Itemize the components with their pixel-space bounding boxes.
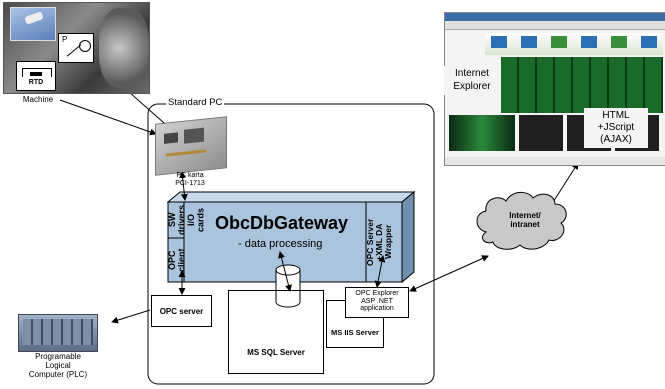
browser-data-grid <box>501 57 663 113</box>
ie-line2: Explorer <box>453 80 491 92</box>
html-line1: HTML <box>602 110 630 121</box>
sw-drivers-label: SW drivers I/O cards <box>167 204 206 236</box>
opc-client-label: OPC client <box>167 248 187 272</box>
machine-label: Machine <box>22 95 54 104</box>
html-ajax-label: HTML +JScript (AJAX) <box>584 108 648 148</box>
rtd-symbol: RTD <box>16 61 56 91</box>
html-line3: (AJAX) <box>600 134 632 145</box>
gateway-title: ObcDbGateway <box>215 213 349 233</box>
cloud-line2: intranet <box>510 220 540 230</box>
ms-sql-server-label: MS SQL Server <box>247 348 305 357</box>
browser-video-panel <box>449 115 515 151</box>
transducer-symbol: P <box>58 33 94 63</box>
pc-card-label: PC karta PCI-1713 <box>160 172 220 188</box>
standard-pc-label: Standard PC <box>166 97 225 108</box>
browser-addressbar <box>445 21 665 30</box>
internet-explorer-label: Internet Explorer <box>444 66 500 95</box>
pc-card-line1: PC karta <box>176 172 204 179</box>
opc-explorer-line2: ASP .NET <box>361 297 393 305</box>
standard-pc-container <box>147 103 435 385</box>
internet-cloud <box>476 191 567 250</box>
cloud-label: Internet/ intranet <box>495 211 555 229</box>
plc-image <box>18 314 98 352</box>
browser-statusbar <box>445 157 665 165</box>
ie-line1: Internet <box>455 68 489 79</box>
opc-explorer-box: OPC Explorer ASP .NET application <box>345 287 409 318</box>
pc-card-photo <box>155 116 227 176</box>
rtd-label: RTD <box>28 79 44 86</box>
plc-line3: Computer (PLC) <box>28 370 88 380</box>
opc-server-box: OPC server <box>151 295 212 327</box>
browser-titlebar <box>445 13 665 21</box>
sensor-photo <box>10 7 56 41</box>
gateway-subtitle: - data processing <box>238 238 323 250</box>
opc-wrapper-label: OPC Server +XML DA Wrapper <box>365 218 393 266</box>
opc-explorer-line3: application <box>360 305 394 313</box>
plc-label: Programable Logical Computer (PLC) <box>10 352 106 380</box>
plc-line2: Logical <box>45 361 71 371</box>
cloud-line1: Internet/ <box>509 211 541 220</box>
ms-sql-server-box <box>228 290 324 374</box>
ms-iis-server-label: MS IIS Server <box>331 328 379 337</box>
machine-photo: P RTD <box>3 2 150 94</box>
transducer-label: P <box>62 35 68 44</box>
opc-explorer-line1: OPC Explorer <box>355 290 399 297</box>
html-line2: +JScript <box>597 122 635 133</box>
opc-server-label: OPC server <box>159 306 204 316</box>
machine-roller <box>99 8 149 88</box>
browser-toolbar <box>485 33 663 55</box>
pc-card-line2: PCI-1713 <box>175 180 205 188</box>
plc-line1: Programable <box>35 352 81 361</box>
